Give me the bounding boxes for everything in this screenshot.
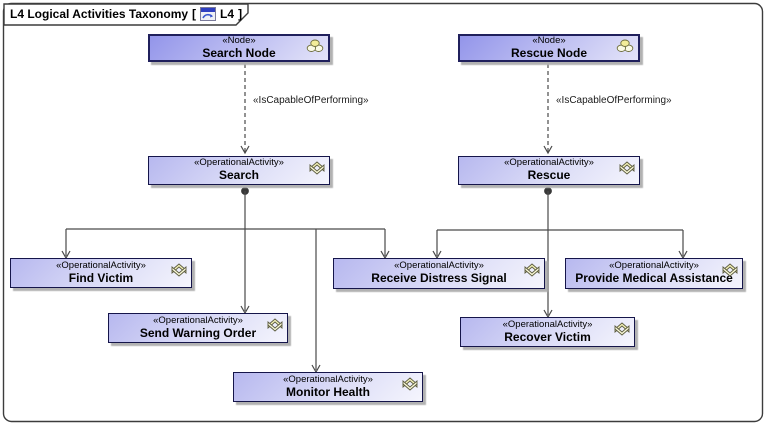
frame-title: L4 Logical Activities Taxonomy [ L4 ] xyxy=(10,6,242,22)
node-box-search-node[interactable]: «Node» Search Node xyxy=(148,34,330,62)
node-icon xyxy=(306,39,324,58)
activity-box-search[interactable]: «OperationalActivity» Search xyxy=(148,156,330,185)
frame-title-text: L4 Logical Activities Taxonomy xyxy=(10,7,189,21)
operational-activity-icon xyxy=(524,262,540,283)
stereotype-label: «OperationalActivity» xyxy=(609,260,699,272)
element-name: Find Victim xyxy=(68,270,134,285)
element-name: Search xyxy=(218,168,260,183)
stereotype-label: «Node» xyxy=(222,34,256,46)
edge-label-iscapableofperforming-search: «IsCapableOfPerforming» xyxy=(253,95,369,106)
stereotype-label: «OperationalActivity» xyxy=(194,157,284,169)
diagram-type-icon xyxy=(200,7,217,21)
frame-bracket-close: ] xyxy=(238,7,243,21)
operational-activity-icon xyxy=(722,262,738,283)
activity-box-recover-victim[interactable]: «OperationalActivity» Recover Victim xyxy=(460,317,635,347)
element-name: Rescue Node xyxy=(510,45,588,60)
edge-iscapableofperforming-search[interactable] xyxy=(240,64,250,155)
node-icon xyxy=(616,39,634,58)
element-name: Rescue xyxy=(527,168,571,183)
edge-iscapableofperforming-rescue[interactable] xyxy=(543,64,553,155)
element-name: Search Node xyxy=(202,45,276,60)
stereotype-label: «OperationalActivity» xyxy=(502,318,593,330)
stereotype-label: «OperationalActivity» xyxy=(394,260,484,272)
operational-activity-icon xyxy=(402,376,418,397)
element-name: Send Warning Order xyxy=(139,325,257,340)
activity-box-find-victim[interactable]: «OperationalActivity» Find Victim xyxy=(10,258,192,288)
frame-abbrev: L4 xyxy=(220,7,235,21)
activity-box-rescue[interactable]: «OperationalActivity» Rescue xyxy=(458,156,640,185)
operational-activity-icon xyxy=(171,262,187,283)
stereotype-label: «OperationalActivity» xyxy=(283,373,373,385)
element-name: Monitor Health xyxy=(286,384,370,399)
element-name: Provide Medical Assistance xyxy=(575,271,733,286)
element-name: Recover Victim xyxy=(504,329,591,344)
tree-rescue-decomposition[interactable] xyxy=(432,187,688,319)
operational-activity-icon xyxy=(619,160,635,181)
node-box-rescue-node[interactable]: «Node» Rescue Node xyxy=(458,34,640,62)
activity-box-provide-medical-assistance[interactable]: «OperationalActivity» Provide Medical As… xyxy=(565,258,743,289)
activity-box-monitor-health[interactable]: «OperationalActivity» Monitor Health xyxy=(233,372,423,402)
frame-bracket-open: [ xyxy=(192,7,197,21)
stereotype-label: «OperationalActivity» xyxy=(56,259,146,271)
stereotype-label: «OperationalActivity» xyxy=(153,314,243,326)
activity-box-send-warning-order[interactable]: «OperationalActivity» Send Warning Order xyxy=(108,313,288,343)
operational-activity-icon xyxy=(614,321,630,342)
stereotype-label: «OperationalActivity» xyxy=(504,157,594,169)
stereotype-label: «Node» xyxy=(532,34,566,46)
element-name: Receive Distress Signal xyxy=(371,271,507,286)
operational-activity-icon xyxy=(267,317,283,338)
frame-title-tab xyxy=(3,3,249,26)
activity-box-receive-distress-signal[interactable]: «OperationalActivity» Receive Distress S… xyxy=(333,258,545,289)
operational-activity-icon xyxy=(309,160,325,181)
edge-label-iscapableofperforming-rescue: «IsCapableOfPerforming» xyxy=(556,95,672,106)
